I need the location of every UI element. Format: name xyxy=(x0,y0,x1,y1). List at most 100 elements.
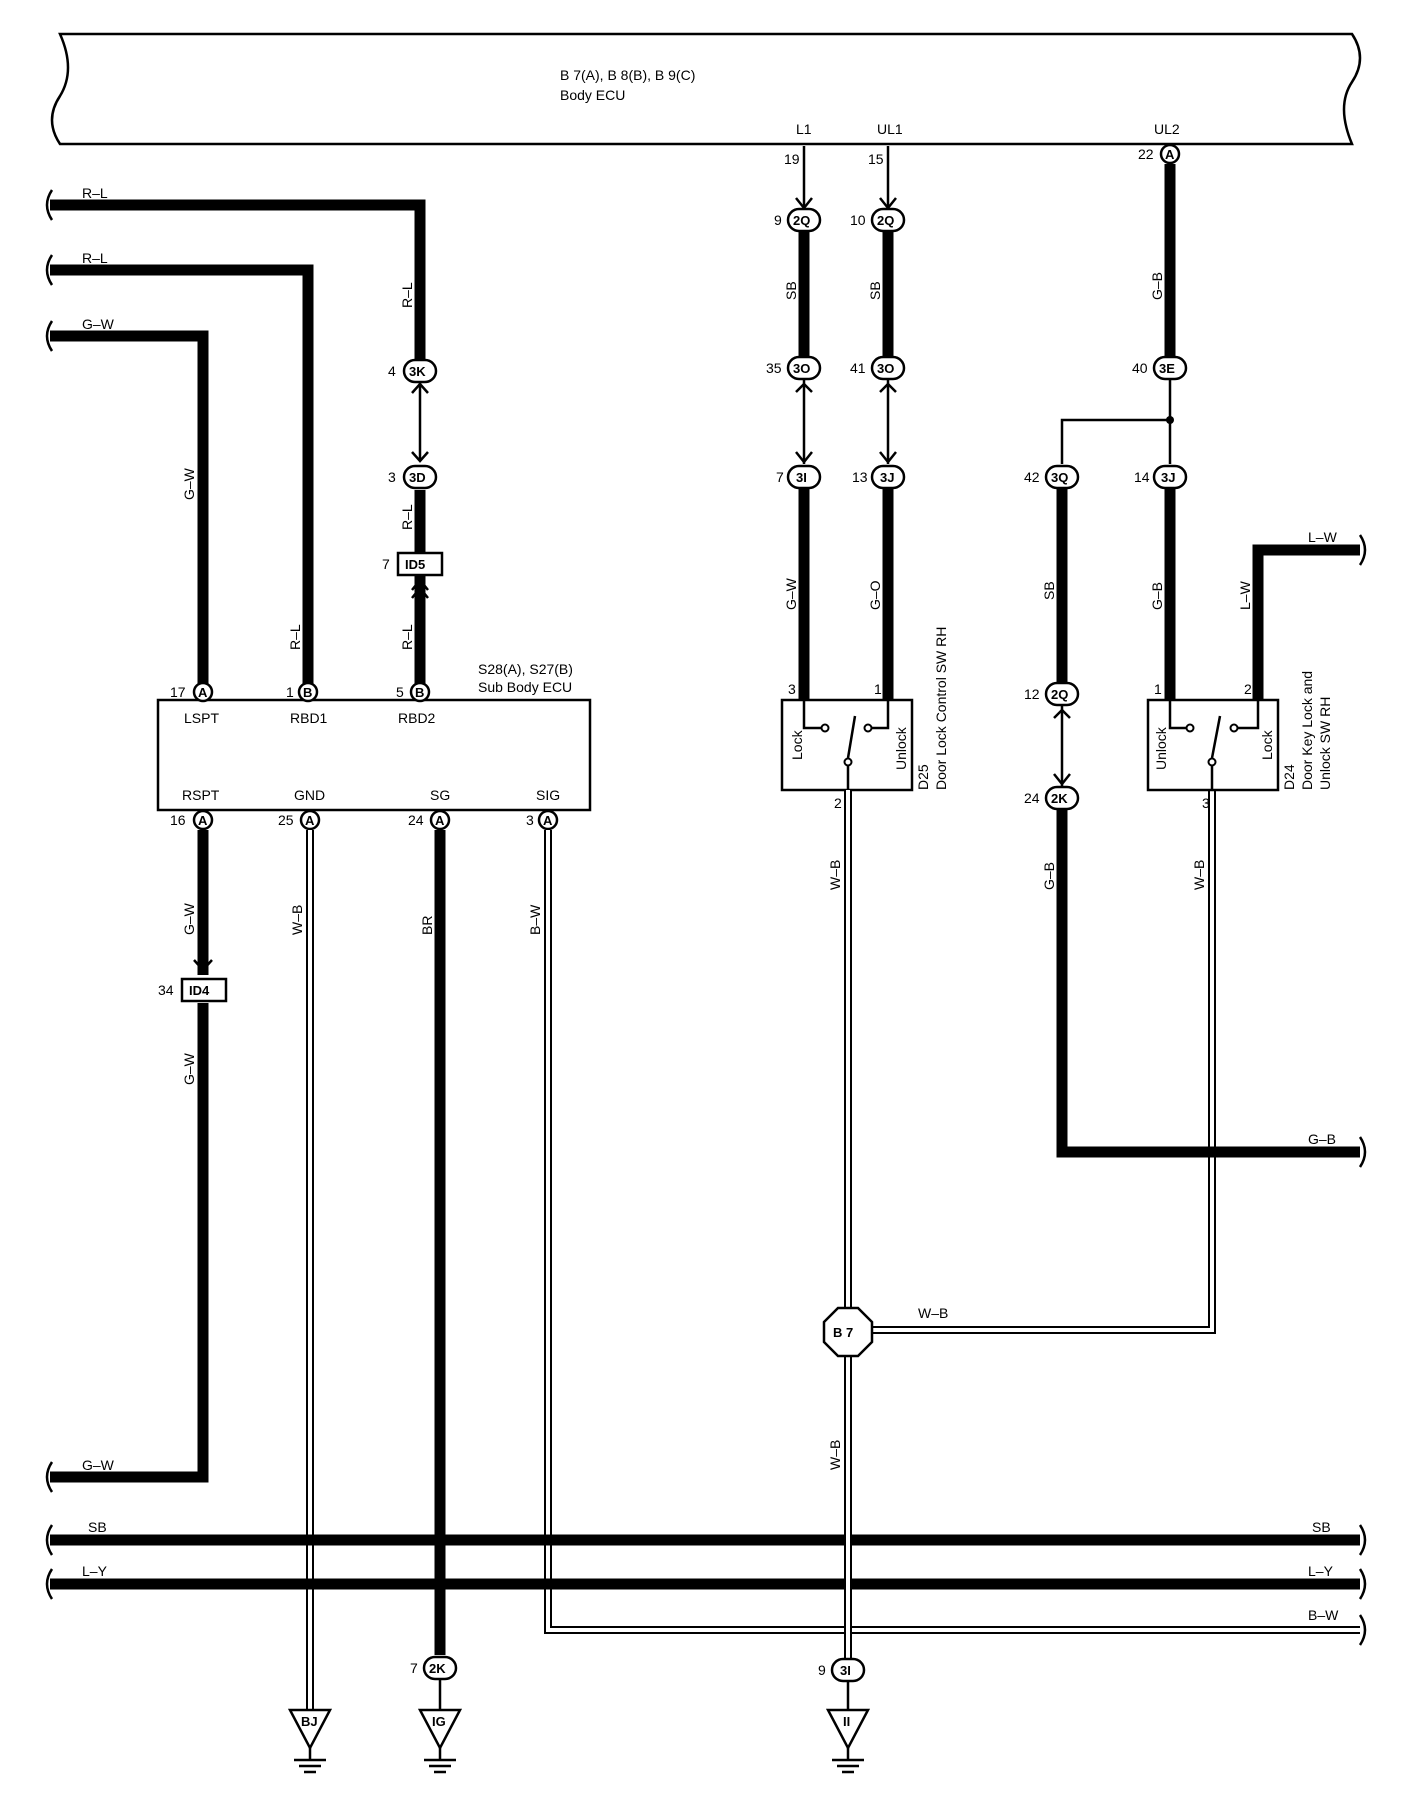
svg-text:RBD2: RBD2 xyxy=(398,710,436,726)
svg-text:L–Y: L–Y xyxy=(82,1563,108,1579)
splice-b7: B 7 W–B W–B xyxy=(822,790,1216,1358)
ul2-path: A 22 G–B G–B xyxy=(1060,143,1181,700)
rbd2-path: R–L R–L xyxy=(399,380,429,690)
svg-text:3: 3 xyxy=(388,469,396,485)
svg-text:R–L: R–L xyxy=(399,504,415,530)
svg-text:G–W: G–W xyxy=(181,902,197,935)
l1-path: 19 SB G–W xyxy=(783,146,813,700)
svg-text:G–W: G–W xyxy=(82,1457,115,1473)
lw-wire: L–W L–W xyxy=(1237,529,1367,700)
junction-2k-24: 2K 24 xyxy=(1024,785,1080,811)
body-ecu-l1: L1 xyxy=(796,121,812,137)
svg-text:SB: SB xyxy=(867,281,883,300)
svg-text:3J: 3J xyxy=(1161,470,1175,485)
svg-text:3O: 3O xyxy=(877,361,894,376)
junction-3k: 3K 4 xyxy=(388,358,438,384)
svg-text:R–L: R–L xyxy=(399,624,415,650)
svg-text:3J: 3J xyxy=(880,470,894,485)
bottom-harness: SB SB L–Y L–Y xyxy=(45,1519,1367,1646)
svg-text:Lock: Lock xyxy=(789,729,805,760)
sub-body-ecu: S28(A), S27(B) Sub Body ECU LSPT RBD1 RB… xyxy=(156,661,592,831)
svg-text:40: 40 xyxy=(1132,360,1148,376)
svg-text:1: 1 xyxy=(874,681,882,697)
svg-text:L–W: L–W xyxy=(1308,529,1338,545)
svg-text:22: 22 xyxy=(1138,146,1154,162)
svg-text:LSPT: LSPT xyxy=(184,710,219,726)
svg-text:GND: GND xyxy=(294,787,325,803)
gnd-path: W–B xyxy=(289,830,314,1710)
svg-text:G–B: G–B xyxy=(1041,862,1057,890)
svg-text:41: 41 xyxy=(850,360,866,376)
svg-text:7: 7 xyxy=(382,556,390,572)
svg-text:34: 34 xyxy=(158,982,174,998)
svg-text:Unlock SW RH: Unlock SW RH xyxy=(1317,697,1333,790)
body-ecu: B 7(A), B 8(B), B 9(C) Body ECU L1 UL1 U… xyxy=(50,32,1362,146)
svg-text:9: 9 xyxy=(774,212,782,228)
sb-gb-branch: SB G–B G–B xyxy=(1041,488,1367,1168)
svg-text:7: 7 xyxy=(776,469,784,485)
svg-text:24: 24 xyxy=(408,812,424,828)
svg-text:BR: BR xyxy=(419,916,435,935)
junction-3d: 3D 3 xyxy=(388,464,438,490)
svg-text:RBD1: RBD1 xyxy=(290,710,328,726)
svg-text:1: 1 xyxy=(286,684,294,700)
junction-2q-10: 2Q 10 xyxy=(850,207,906,233)
svg-text:W–B: W–B xyxy=(827,1440,843,1470)
svg-text:7: 7 xyxy=(410,1660,418,1676)
svg-text:3: 3 xyxy=(526,812,534,828)
body-ecu-ul2: UL2 xyxy=(1154,121,1180,137)
svg-text:Unlock: Unlock xyxy=(1153,726,1169,770)
svg-text:9: 9 xyxy=(818,1662,826,1678)
svg-text:G–W: G–W xyxy=(181,1052,197,1085)
svg-text:Door Key Lock and: Door Key Lock and xyxy=(1299,671,1315,790)
sig-path: B–W B–W xyxy=(527,830,1360,1634)
svg-text:24: 24 xyxy=(1024,790,1040,806)
junction-3i-9: 3I 9 xyxy=(818,1657,866,1683)
svg-text:2: 2 xyxy=(834,795,842,811)
svg-text:2K: 2K xyxy=(429,1661,446,1676)
svg-text:B–W: B–W xyxy=(1308,1607,1339,1623)
svg-text:ID4: ID4 xyxy=(189,983,210,998)
svg-text:3E: 3E xyxy=(1159,361,1175,376)
svg-text:2Q: 2Q xyxy=(793,213,810,228)
svg-text:A: A xyxy=(543,813,553,828)
ground-ii: II xyxy=(825,1708,871,1774)
svg-text:2Q: 2Q xyxy=(1051,687,1068,702)
svg-text:3O: 3O xyxy=(793,361,810,376)
svg-text:A: A xyxy=(435,813,445,828)
svg-text:A: A xyxy=(1165,147,1175,162)
svg-text:25: 25 xyxy=(278,812,294,828)
svg-text:ID5: ID5 xyxy=(405,557,425,572)
svg-text:D25: D25 xyxy=(915,764,931,790)
body-ecu-name: Body ECU xyxy=(560,87,625,103)
svg-text:3I: 3I xyxy=(840,1663,851,1678)
svg-text:17: 17 xyxy=(170,684,186,700)
svg-text:D24: D24 xyxy=(1281,764,1297,790)
svg-text:SB: SB xyxy=(1041,581,1057,600)
svg-text:19: 19 xyxy=(784,151,800,167)
svg-text:BJ: BJ xyxy=(301,1714,318,1729)
sub-body-ecu-name: Sub Body ECU xyxy=(478,679,572,695)
junction-2q-12: 2Q 12 xyxy=(1024,681,1080,707)
rspt-path: G–W G–W G–W xyxy=(45,830,213,1493)
svg-text:14: 14 xyxy=(1134,469,1150,485)
svg-text:RSPT: RSPT xyxy=(182,787,220,803)
svg-text:II: II xyxy=(843,1714,850,1729)
svg-text:SB: SB xyxy=(88,1519,107,1535)
body-ecu-connectors: B 7(A), B 8(B), B 9(C) xyxy=(560,67,695,83)
svg-text:3K: 3K xyxy=(409,364,426,379)
body-ecu-ul1: UL1 xyxy=(877,121,903,137)
svg-text:3: 3 xyxy=(788,681,796,697)
d24-switch: 1 2 Unlock Lock 3 D24 Door Key Lock and … xyxy=(1146,671,1333,811)
svg-text:G–B: G–B xyxy=(1308,1131,1336,1147)
svg-text:SIG: SIG xyxy=(536,787,560,803)
svg-text:G–W: G–W xyxy=(783,577,799,610)
junction-3o-41: 3O 41 xyxy=(850,355,906,381)
svg-text:G–W: G–W xyxy=(181,467,197,500)
sg-path: BR xyxy=(419,830,446,1710)
svg-text:L–Y: L–Y xyxy=(1308,1563,1334,1579)
svg-text:B: B xyxy=(415,685,424,700)
svg-text:R–L: R–L xyxy=(82,250,108,266)
junction-3q-42: 3Q 42 xyxy=(1024,464,1080,490)
svg-text:SB: SB xyxy=(1312,1519,1331,1535)
